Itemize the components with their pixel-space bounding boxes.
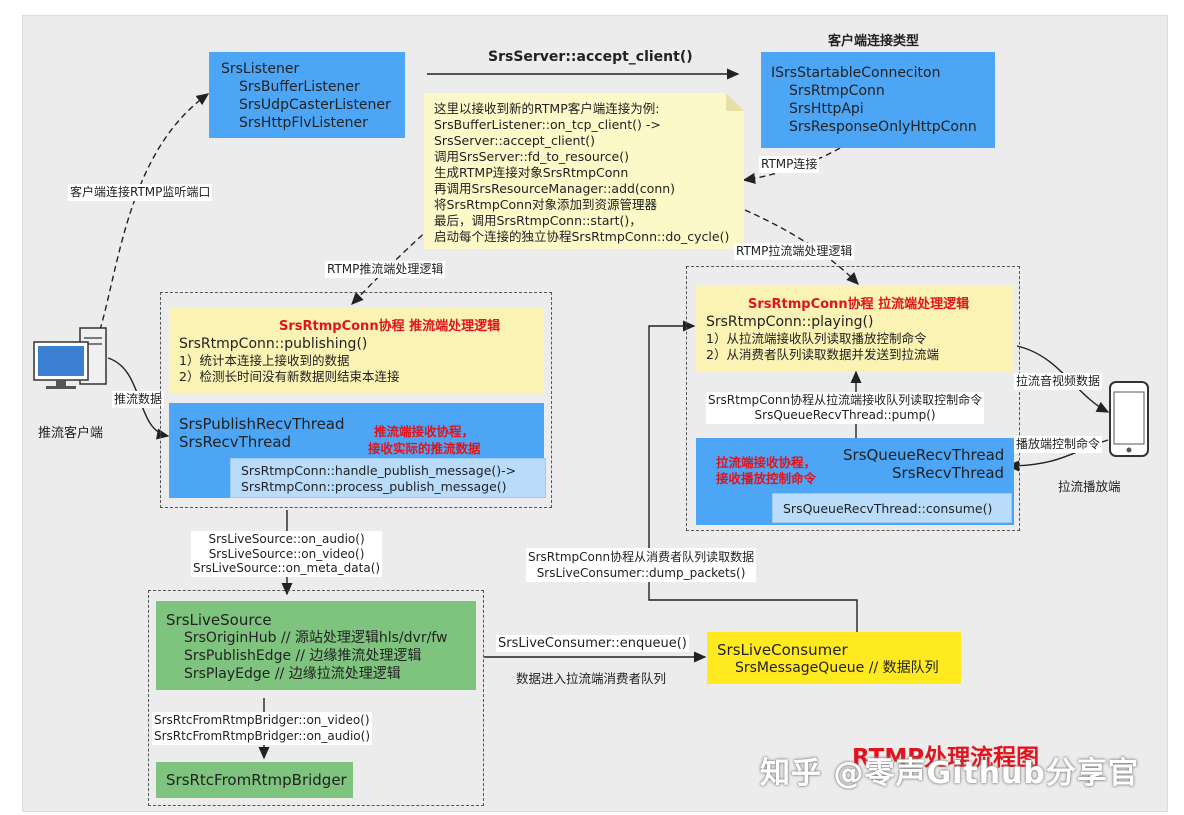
publish-heading: SrsRtmpConn协程 推流端处理逻辑 — [279, 319, 501, 334]
phone-icon — [1108, 380, 1150, 458]
publish-recv-title: SrsRecvThread — [179, 433, 292, 451]
listener-item: SrsBufferListener — [239, 79, 360, 95]
note-line: 生成RTMP连接对象SrsRtmpConn — [434, 165, 629, 180]
publish-recv-funcs-box: SrsRtmpConn::handle_publish_message()-> … — [230, 458, 546, 498]
enqueue-desc: 数据进入拉流端消费者队列 — [516, 671, 667, 686]
source-call: SrsLiveSource::on_video() — [208, 546, 365, 561]
note-line: 启动每个连接的独立协程SrsRtmpConn::do_cycle() — [434, 229, 730, 244]
play-container — [686, 266, 1020, 531]
publish-recv-note: 接收实际的推流数据 — [368, 441, 481, 456]
pump-desc-label: SrsRtmpConn协程从拉流端接收队列读取控制命令 SrsQueueRecv… — [706, 392, 985, 424]
publish-logic-box: SrsRtmpConn协程 推流端处理逻辑 SrsRtmpConn::publi… — [169, 307, 544, 393]
publish-logic-label: RTMP推流端处理逻辑 — [325, 261, 446, 278]
publish-recv-title: SrsPublishRecvThread — [179, 415, 345, 433]
pull-av-label: 拉流音视频数据 — [1014, 373, 1103, 390]
push-data-label: 推流数据 — [112, 391, 165, 408]
note-line: 再调用SrsResourceManager::add(conn) — [434, 181, 676, 196]
conn-type-item: SrsResponseOnlyHttpConn — [789, 119, 977, 135]
consumer-to-play-arrow — [648, 320, 858, 632]
computer-icon — [32, 326, 110, 390]
listener-box: SrsListener SrsBufferListener SrsUdpCast… — [209, 52, 405, 138]
publish-container — [160, 292, 552, 508]
conn-type-item: SrsHttpApi — [789, 101, 864, 117]
play-step: 2）从消费者队列读取数据并发送到拉流端 — [706, 347, 939, 362]
note-box: 这里以接收到新的RTMP客户端连接为例: SrsBufferListener::… — [424, 93, 744, 249]
diagram-title: RTMP处理流程图 — [852, 745, 1040, 771]
pump-desc-line: SrsQueueRecvThread::pump() — [754, 408, 936, 422]
conn-types-box: ISrsStartableConneciton SrsRtmpConn SrsH… — [761, 52, 995, 148]
source-call: SrsLiveSource::on_audio() — [208, 532, 365, 546]
play-recv-func: SrsQueueRecvThread::consume() — [783, 501, 993, 516]
note-line: 将SrsRtmpConn对象添加到资源管理器 — [434, 197, 658, 212]
source-call: SrsLiveSource::on_meta_data() — [193, 561, 381, 575]
publish-recv-box: SrsPublishRecvThread SrsRecvThread 推流端接收… — [169, 403, 546, 498]
client-listen-label: 客户端连接RTMP监听端口 — [68, 184, 213, 201]
play-logic-label: RTMP拉流端处理逻辑 — [734, 243, 855, 260]
live-source-box: SrsLiveSource SrsOriginHub // 源站处理逻辑hls/… — [156, 601, 476, 690]
consumer-read-line: SrsLiveConsumer::dump_packets() — [536, 566, 746, 580]
conn-types-heading: 客户端连接类型 — [828, 34, 920, 49]
publish-recv-func: SrsRtmpConn::process_publish_message() — [241, 479, 507, 494]
rtmp-conn-label: RTMP连接 — [759, 156, 820, 173]
consumer-read-line: SrsRtmpConn协程从消费者队列读取数据 — [528, 550, 755, 564]
note-line: SrsBufferListener::on_tcp_client() -> — [434, 117, 661, 132]
play-func: SrsRtmpConn::playing() — [706, 314, 874, 330]
publish-func: SrsRtmpConn::publishing() — [179, 336, 368, 352]
conn-types-title: ISrsStartableConneciton — [771, 65, 941, 81]
note-line: 最后，调用SrsRtmpConn::start()， — [434, 213, 642, 228]
bridger-box: SrsRtcFromRtmpBridger — [156, 762, 353, 798]
play-recv-title: SrsRecvThread — [892, 464, 1005, 482]
play-recv-box: 拉流端接收协程， 接收播放控制命令 SrsQueueRecvThread Srs… — [696, 438, 1014, 525]
play-ctrl-label: 播放端控制命令 — [1014, 436, 1103, 453]
pump-desc-line: SrsRtmpConn协程从拉流端接收队列读取控制命令 — [708, 393, 983, 407]
play-logic-box: SrsRtmpConn协程 拉流端处理逻辑 SrsRtmpConn::playi… — [696, 285, 1014, 371]
publish-step: 1）统计本连接上接收到的数据 — [179, 353, 350, 368]
listener-item: SrsHttpFlvListener — [239, 115, 368, 131]
player-client-label: 拉流播放端 — [1058, 479, 1121, 494]
bridger-call: SrsRtcFromRtmpBridger::on_video() — [154, 713, 370, 727]
listener-item: SrsUdpCasterListener — [239, 97, 391, 113]
accept-client-label: SrsServer::accept_client() — [488, 49, 693, 65]
bridger-calls-label: SrsRtcFromRtmpBridger::on_video() SrsRtc… — [152, 712, 373, 745]
note-line: 这里以接收到新的RTMP客户端连接为例: — [434, 101, 660, 116]
live-source-title: SrsLiveSource — [166, 611, 272, 629]
publish-recv-func: SrsRtmpConn::handle_publish_message()-> — [241, 463, 517, 478]
live-consumer-title: SrsLiveConsumer — [717, 641, 848, 659]
play-step: 1）从拉流端接收队列读取播放控制命令 — [706, 331, 927, 346]
listener-title: SrsListener — [221, 61, 300, 77]
live-source-item: SrsPublishEdge // 边缘推流处理逻辑 — [184, 648, 422, 664]
source-container — [148, 590, 484, 806]
enqueue-label: SrsLiveConsumer::enqueue() — [496, 635, 689, 652]
publish-recv-note: 推流端接收协程， — [374, 424, 475, 439]
bridger-title: SrsRtcFromRtmpBridger — [166, 771, 347, 789]
live-consumer-box: SrsLiveConsumer SrsMessageQueue // 数据队列 — [707, 632, 961, 684]
live-source-item: SrsPlayEdge // 边缘拉流处理逻辑 — [184, 666, 401, 682]
consumer-read-label: SrsRtmpConn协程从消费者队列读取数据 SrsLiveConsumer:… — [526, 548, 757, 582]
publish-step: 2）检测长时间没有新数据则结束本连接 — [179, 369, 400, 384]
publish-logic-arrow — [351, 227, 431, 306]
live-consumer-item: SrsMessageQueue // 数据队列 — [735, 660, 939, 676]
play-recv-note: 接收播放控制命令 — [716, 471, 817, 486]
bridger-call: SrsRtcFromRtmpBridger::on_audio() — [154, 728, 371, 743]
source-calls-label: SrsLiveSource::on_audio() SrsLiveSource:… — [191, 531, 383, 577]
play-recv-func-box: SrsQueueRecvThread::consume() — [772, 493, 1012, 523]
note-line: SrsServer::accept_client() — [434, 133, 596, 148]
watermark: 知乎 @零声Github分享官 — [760, 756, 1139, 791]
live-source-item: SrsOriginHub // 源站处理逻辑hls/dvr/fw — [184, 630, 448, 646]
play-heading: SrsRtmpConn协程 拉流端处理逻辑 — [748, 297, 970, 312]
play-recv-title: SrsQueueRecvThread — [843, 446, 1005, 464]
conn-type-item: SrsRtmpConn — [789, 83, 885, 99]
play-recv-note: 拉流端接收协程， — [716, 455, 817, 470]
note-fold-icon — [726, 93, 744, 111]
note-line: 调用SrsServer::fd_to_resource() — [434, 149, 629, 164]
publisher-client-label: 推流客户端 — [38, 426, 104, 441]
